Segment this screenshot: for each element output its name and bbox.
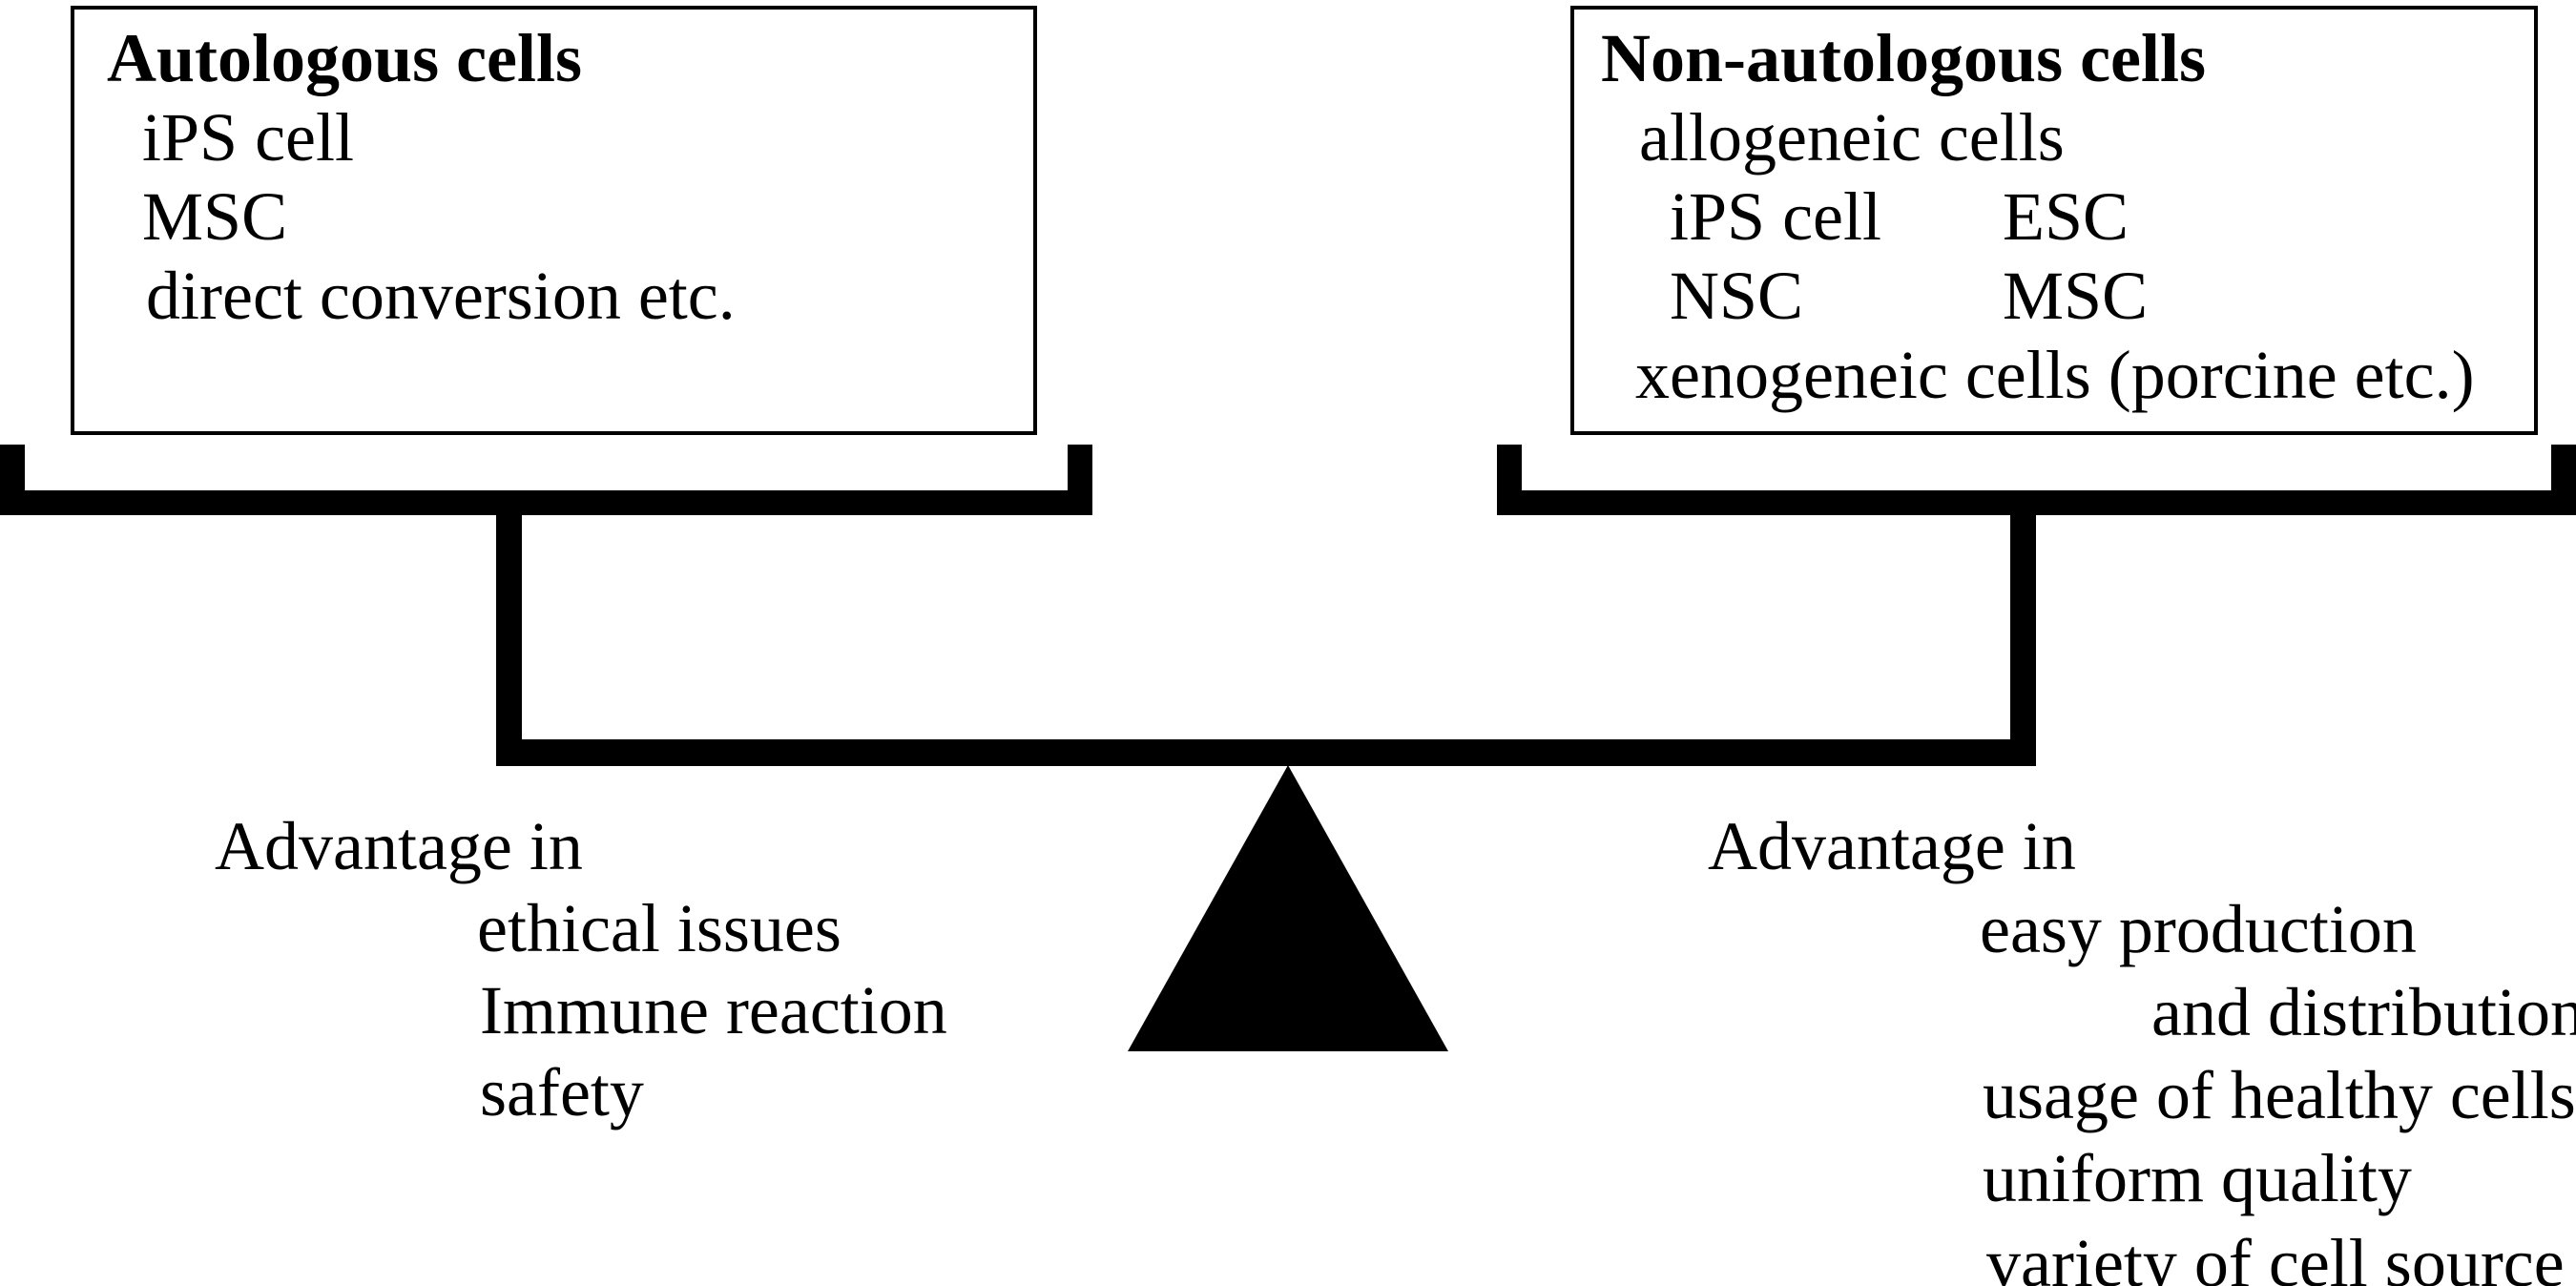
right-advantage-item: easy production — [1980, 891, 2417, 967]
autologous-cells-box: Autologous cells iPS cell MSC direct con… — [71, 6, 1037, 435]
right-hanger-stem — [2010, 515, 2036, 739]
left-pan — [0, 490, 1092, 515]
non-autologous-box-item: NSC — [1670, 258, 1804, 334]
autologous-box-title: Autologous cells — [107, 20, 583, 96]
left-advantages-header: Advantage in — [215, 808, 583, 884]
non-autologous-box-item: ESC — [2003, 178, 2129, 255]
autologous-box-item: iPS cell — [142, 99, 355, 176]
right-advantage-item: uniform quality — [1983, 1140, 2412, 1216]
right-pan — [1497, 490, 2576, 515]
non-autologous-cells-box: Non-autologous cells allogeneic cells iP… — [1570, 6, 2538, 435]
right-advantage-item: and distribution — [2151, 974, 2576, 1050]
left-pan-end-cap — [1068, 445, 1092, 515]
right-advantage-item: usage of healthy cells — [1983, 1057, 2576, 1133]
non-autologous-box-subtitle: allogeneic cells — [1639, 99, 2065, 176]
left-advantage-item: safety — [480, 1054, 644, 1130]
autologous-box-item: MSC — [142, 178, 288, 255]
balance-beam — [496, 739, 2036, 766]
non-autologous-box-item: xenogeneic cells (porcine etc.) — [1635, 337, 2475, 413]
non-autologous-box-item: MSC — [2003, 258, 2149, 334]
right-advantage-item: variety of cell source — [1986, 1225, 2565, 1286]
left-hanger-stem — [496, 515, 522, 739]
right-pan-end-cap — [2551, 445, 2576, 515]
non-autologous-box-item: iPS cell — [1670, 178, 1882, 255]
right-advantages-header: Advantage in — [1708, 808, 2076, 884]
left-advantage-item: ethical issues — [477, 890, 841, 966]
non-autologous-box-title: Non-autologous cells — [1601, 20, 2207, 96]
fulcrum-triangle-icon — [1128, 765, 1448, 1051]
left-advantage-item: Immune reaction — [480, 972, 947, 1048]
autologous-box-item: direct conversion etc. — [146, 258, 736, 334]
